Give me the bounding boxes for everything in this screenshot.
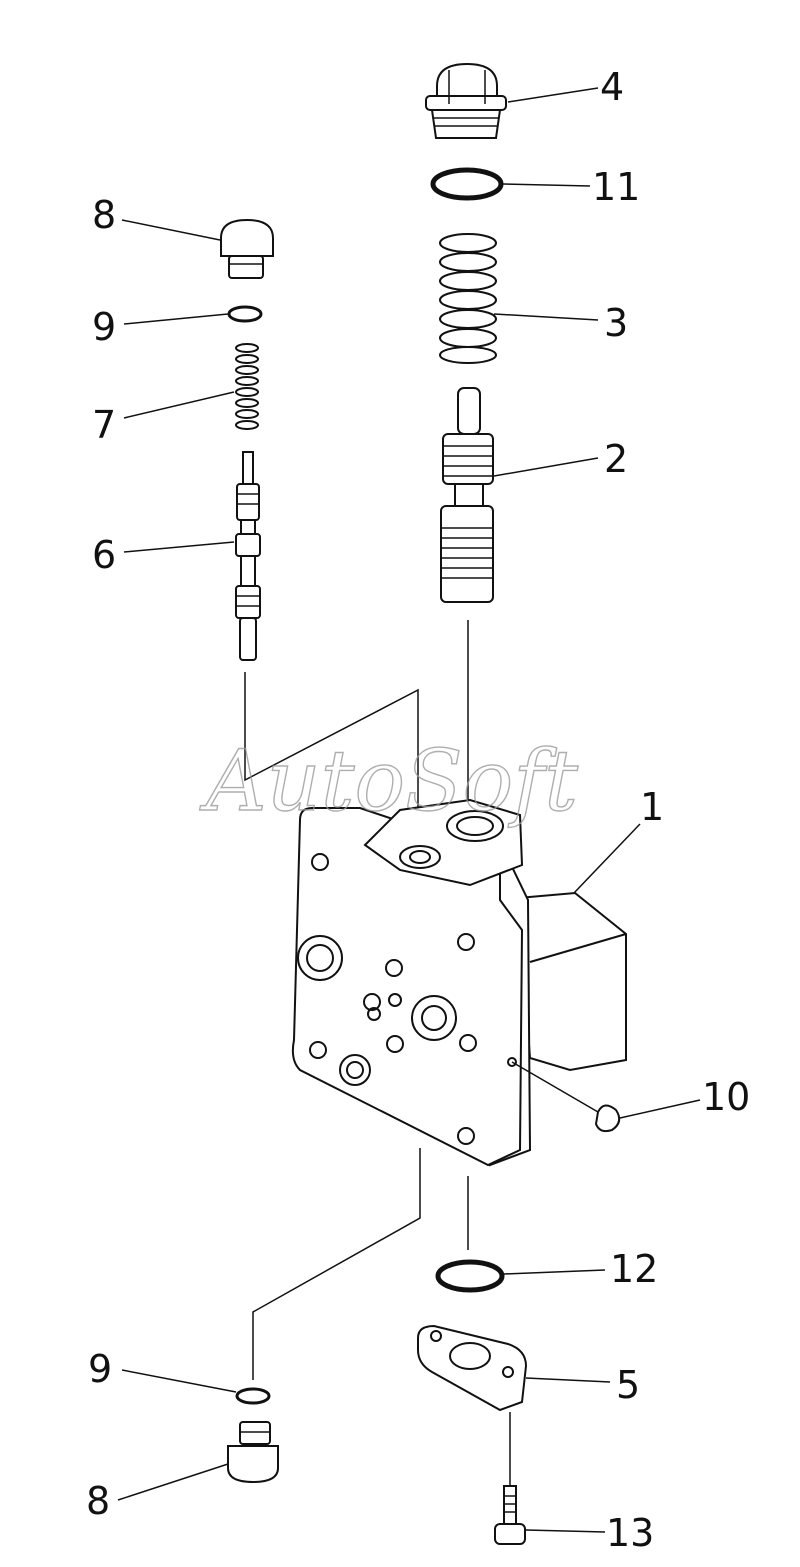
- o-ring-part-11: [430, 167, 504, 201]
- spool-part-2: [440, 387, 494, 603]
- assembly-guidelines: [244, 620, 511, 1492]
- spring-part-7: [235, 343, 259, 430]
- callout-label-8-bottom: 8: [86, 1479, 110, 1523]
- spool-part-6: [235, 451, 261, 661]
- leader-lines: [117, 87, 701, 1533]
- callout-label-2: 2: [604, 437, 628, 481]
- callout-label-10: 10: [702, 1075, 750, 1119]
- callout-labels: 4 11 3 2 1 8 9 7 6 10 12 5 9 8 13: [86, 65, 750, 1555]
- o-ring-part-9-bottom: [235, 1387, 271, 1405]
- callout-label-13: 13: [606, 1511, 654, 1555]
- callout-label-4: 4: [600, 65, 624, 109]
- plug-part-4: [425, 62, 507, 139]
- valve-body-part-1: [291, 798, 627, 1167]
- callout-label-5: 5: [616, 1363, 640, 1407]
- watermark-text: AutoSoft: [199, 732, 578, 830]
- callout-label-6: 6: [92, 533, 116, 577]
- bolt-part-13: [494, 1485, 526, 1545]
- callout-label-7: 7: [92, 403, 116, 447]
- o-ring-part-12: [435, 1259, 505, 1293]
- spring-part-3: [439, 233, 497, 364]
- callout-label-12: 12: [610, 1247, 658, 1291]
- callout-label-11: 11: [592, 165, 640, 209]
- callout-label-1: 1: [640, 785, 664, 829]
- o-ring-part-9-top: [227, 305, 263, 323]
- plug-part-10: [511, 1061, 621, 1133]
- callout-label-9-bottom: 9: [88, 1347, 112, 1391]
- callout-label-3: 3: [604, 301, 628, 345]
- plug-part-8-bottom: [227, 1421, 279, 1484]
- plug-part-8-top: [220, 218, 274, 279]
- callout-label-8-top: 8: [92, 193, 116, 237]
- flange-part-5: [417, 1324, 528, 1412]
- callout-label-9-top: 9: [92, 305, 116, 349]
